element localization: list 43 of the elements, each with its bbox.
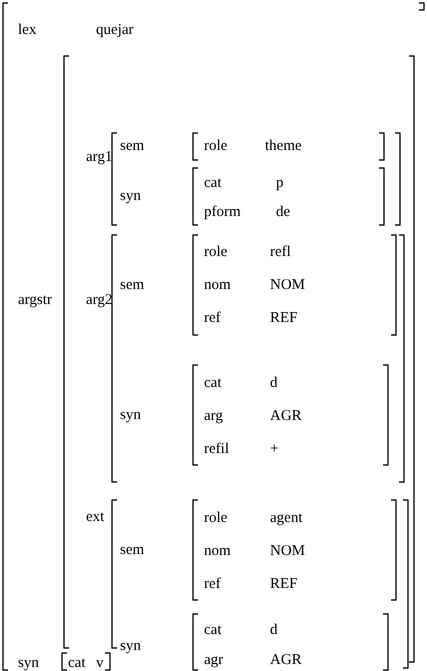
feature-label: arg2 (86, 292, 112, 308)
feature-label: sem (120, 277, 144, 293)
feature-label: + (270, 441, 278, 457)
feature-label: ref (204, 310, 221, 326)
feature-label: cat (68, 655, 86, 671)
feature-label: arg1 (86, 149, 112, 165)
feature-label: agr (204, 652, 224, 668)
feature-label: nom (204, 277, 231, 293)
feature-label: nom (204, 543, 231, 559)
feature-label: sem (120, 138, 144, 154)
feature-label: AGR (270, 408, 302, 424)
feature-label: quejar (96, 22, 134, 38)
feature-label: lex (18, 22, 36, 38)
feature-label: agent (270, 510, 302, 526)
feature-label: cat (204, 375, 222, 391)
feature-label: de (276, 204, 290, 220)
feature-label: role (204, 510, 228, 526)
feature-label: refl (270, 244, 291, 260)
feature-label: refil (204, 441, 229, 457)
feature-label: cat (204, 175, 222, 191)
feature-label: ref (204, 576, 221, 592)
feature-label: cat (204, 622, 222, 638)
feature-label: ext (86, 509, 104, 525)
feature-label: role (204, 244, 228, 260)
feature-label: p (276, 175, 284, 191)
feature-label: syn (120, 638, 141, 654)
feature-label: REF (270, 310, 298, 326)
feature-label: theme (265, 138, 302, 154)
feature-label: syn (120, 407, 141, 423)
feature-label: NOM (270, 543, 306, 559)
feature-label: syn (120, 188, 141, 204)
feature-label: NOM (270, 277, 306, 293)
feature-label: argstr (18, 292, 52, 308)
feature-label: arg (204, 408, 223, 424)
feature-label: d (270, 375, 278, 391)
feature-label: role (204, 138, 228, 154)
feature-label: REF (270, 576, 298, 592)
feature-label: AGR (270, 652, 302, 668)
feature-label: syn (18, 655, 39, 671)
feature-label: d (270, 622, 278, 638)
feature-label: sem (120, 542, 144, 558)
feature-label: pform (204, 204, 241, 220)
feature-label: v (96, 655, 104, 671)
